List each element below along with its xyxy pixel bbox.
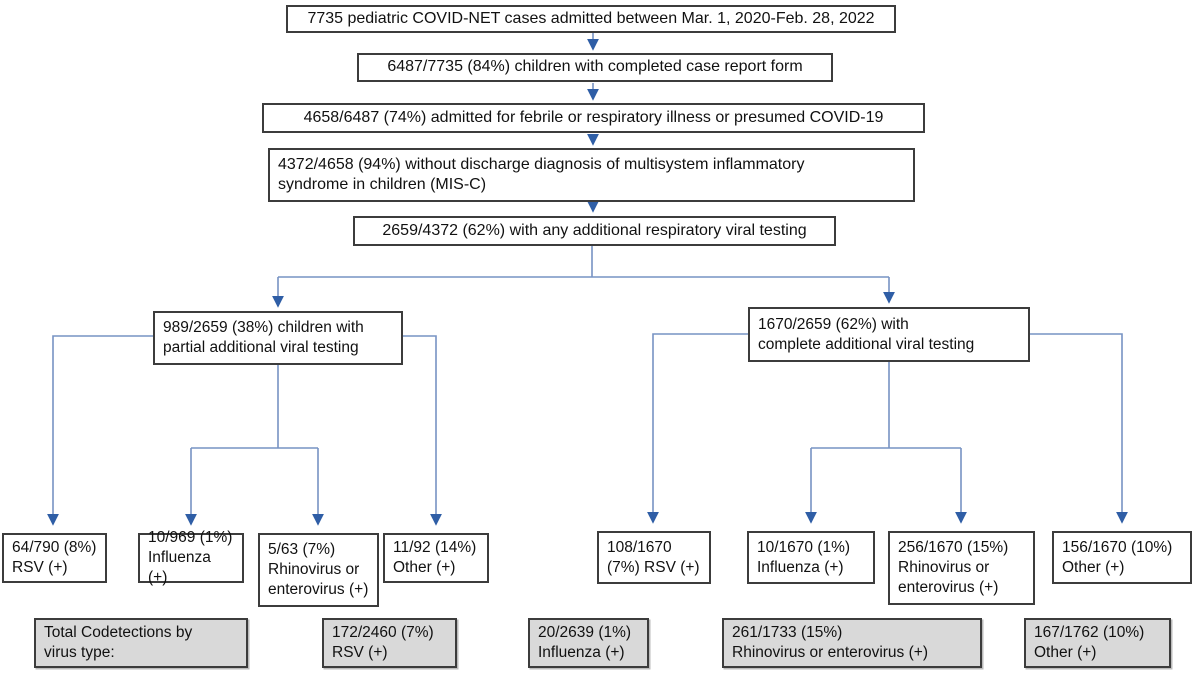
box-complete-rsv: 108/1670 (7%) RSV (+) <box>597 531 711 584</box>
box-complete-testing: 1670/2659 (62%) with complete additional… <box>748 307 1030 362</box>
box-complete-influenza: 10/1670 (1%) Influenza (+) <box>747 531 875 584</box>
box-complete-other: 156/1670 (10%) Other (+) <box>1052 531 1192 584</box>
box-completed-case-report: 6487/7735 (84%) children with completed … <box>357 53 833 82</box>
box-codetections-rhinovirus: 261/1733 (15%) Rhinovirus or enterovirus… <box>722 618 982 668</box>
box-febrile-respiratory: 4658/6487 (74%) admitted for febrile or … <box>262 103 925 133</box>
box-codetections-label: Total Codetections by virus type: <box>34 618 248 668</box>
box-codetections-influenza: 20/2639 (1%) Influenza (+) <box>528 618 649 668</box>
box-partial-rsv: 64/790 (8%) RSV (+) <box>2 533 107 583</box>
box-total-cases: 7735 pediatric COVID-NET cases admitted … <box>286 5 896 33</box>
box-codetections-other: 167/1762 (10%) Other (+) <box>1024 618 1171 668</box>
box-partial-rhinovirus: 5/63 (7%) Rhinovirus or enterovirus (+) <box>258 533 379 607</box>
box-partial-testing: 989/2659 (38%) children with partial add… <box>153 311 403 365</box>
box-complete-rhinovirus: 256/1670 (15%) Rhinovirus or enterovirus… <box>888 531 1035 605</box>
box-partial-influenza: 10/969 (1%) Influenza (+) <box>138 529 244 586</box>
box-partial-other: 11/92 (14%) Other (+) <box>383 533 489 583</box>
box-without-misc: 4372/4658 (94%) without discharge diagno… <box>268 148 915 202</box>
box-codetections-rsv: 172/2460 (7%) RSV (+) <box>322 618 457 668</box>
box-additional-testing: 2659/4372 (62%) with any additional resp… <box>353 216 836 246</box>
